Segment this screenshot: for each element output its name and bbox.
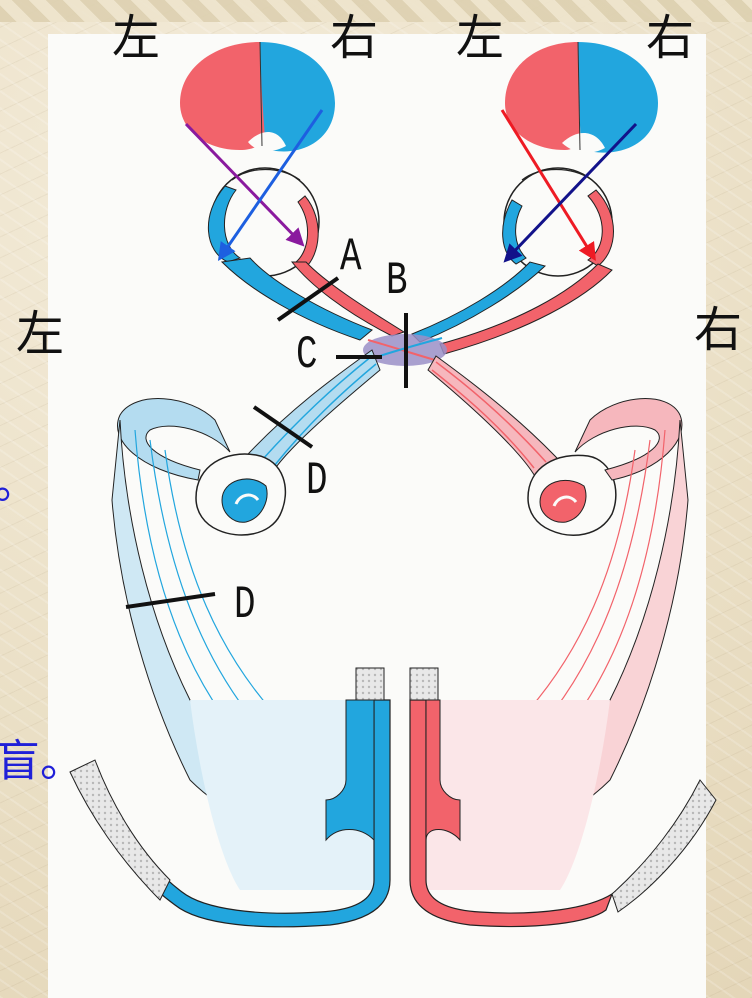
label-side-right: 右 <box>694 302 743 358</box>
label-side-left: 左 <box>16 306 65 362</box>
lateral-geniculate-left <box>195 453 287 536</box>
lesion-marker-d-lower <box>125 592 216 609</box>
visual-field-circle-right-eye <box>505 41 658 153</box>
eyeball-right <box>502 167 614 277</box>
optic-tract-left <box>238 349 381 481</box>
label-right-eye-field-left: 左 <box>456 10 505 66</box>
label-marker-a: A <box>340 231 362 283</box>
optic-tract-right <box>427 355 567 483</box>
label-left-eye-field-left: 左 <box>112 10 161 66</box>
arrow-left-eye-nasal-field <box>217 109 324 261</box>
label-marker-d-lower: D <box>234 579 256 631</box>
edge-text-fragment: 盲。 <box>0 736 84 787</box>
label-left-eye-field-right: 右 <box>330 10 379 66</box>
visual-cortex-left <box>69 667 391 928</box>
edge-text-period: 。 <box>0 462 38 506</box>
eyeball-left <box>207 167 320 277</box>
optic-nerve-right <box>411 261 613 355</box>
arrow-left-eye-temporal-field <box>184 122 305 247</box>
label-right-eye-field-right: 右 <box>646 10 695 66</box>
lesion-marker-d-upper <box>252 405 314 449</box>
lateral-geniculate-right <box>527 454 617 536</box>
visual-cortex-right <box>409 667 717 928</box>
optic-nerve-left <box>220 257 406 341</box>
lesion-marker-a <box>276 276 340 322</box>
label-marker-d-upper: D <box>306 455 328 507</box>
arrow-right-eye-temporal-field <box>503 122 638 263</box>
slide-top-border <box>0 0 752 22</box>
label-marker-c: C <box>296 329 318 381</box>
arrow-right-eye-nasal-field <box>500 109 596 262</box>
visual-field-circle-left-eye <box>180 41 335 152</box>
label-marker-b: B <box>386 255 408 307</box>
